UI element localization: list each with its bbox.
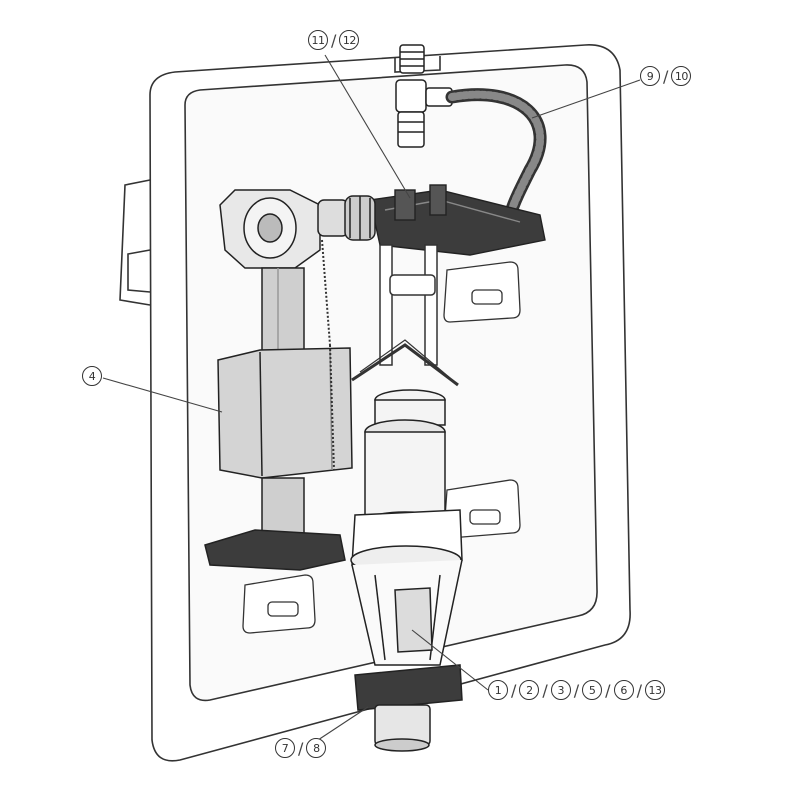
callout-4: 4 [82,366,102,386]
part-number: 5 [582,680,603,700]
flush-valve [350,389,463,752]
part-number: 1 [488,680,508,700]
part-number: 12 [339,30,360,50]
part-number: 10 [671,66,692,86]
part-number: 4 [82,366,102,386]
fill-valve-body [204,267,353,571]
callout-7-8: 7 / 8 [275,738,327,758]
inlet-fitting [395,44,453,148]
part-number: 9 [640,66,660,86]
adjustment-chain [321,239,335,471]
part-number: 3 [550,680,571,700]
part-number: 2 [519,680,540,700]
leader-7-8 [317,706,369,741]
part-number: 13 [644,680,665,700]
leader-bottom [411,629,489,691]
leader-4 [102,377,223,413]
flush-valve-rods [351,244,459,387]
fill-valve-head [219,189,376,269]
part-number: 6 [613,680,634,700]
callout-1-2-3-5-6-13: 1 / 2 / 3 / 5 / 6 / 13 [488,680,665,700]
leader-9-10 [531,79,641,119]
leader-11-12 [324,54,411,199]
callout-11-12: 11 / 12 [308,30,360,50]
part-number: 7 [275,738,295,758]
panel-slots [242,261,521,634]
leader-lines [102,54,641,741]
part-number: 8 [306,738,327,758]
callout-9-10: 9 / 10 [640,66,692,86]
part-number: 11 [308,30,328,50]
